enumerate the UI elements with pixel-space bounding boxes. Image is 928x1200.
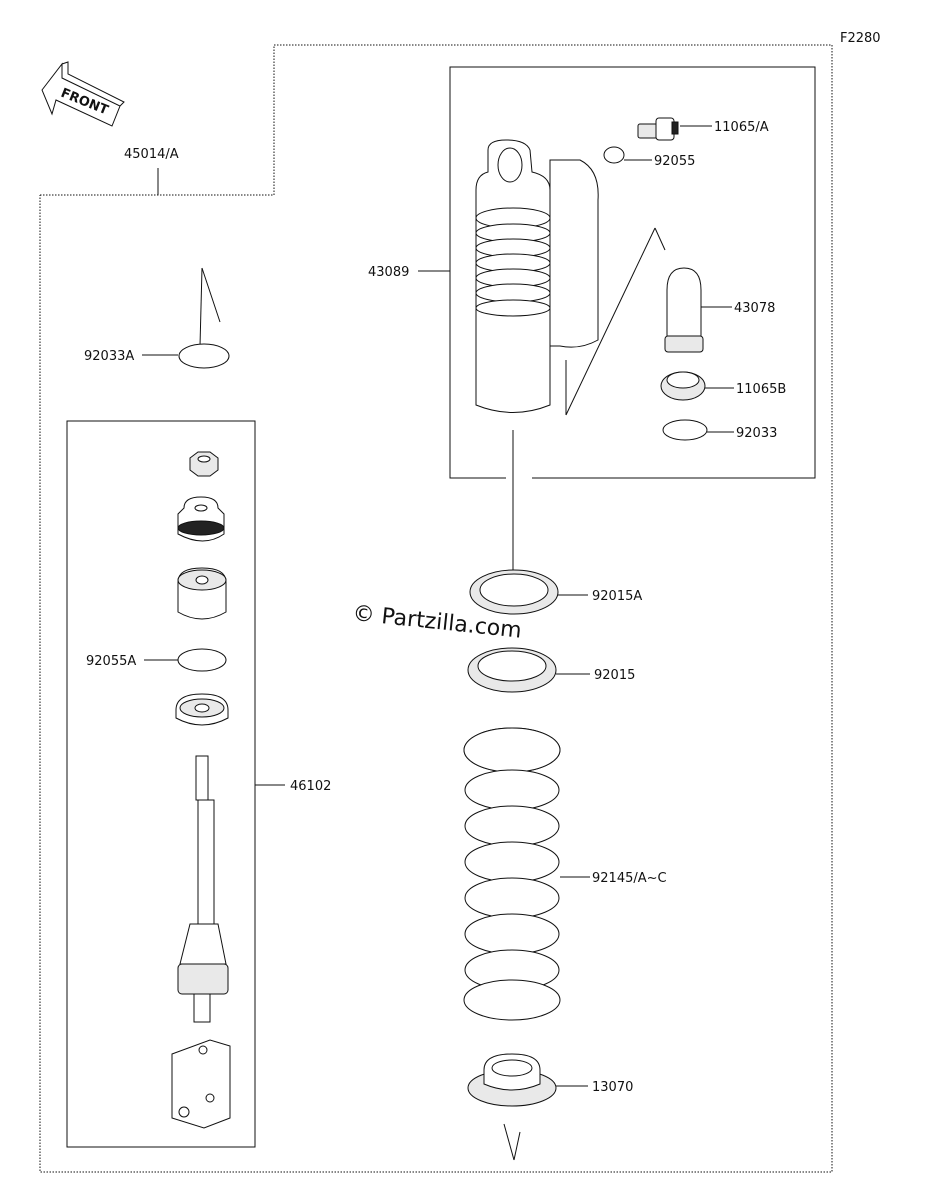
part-label-92145-a-c: 92145/A~C bbox=[592, 871, 667, 886]
clevis bbox=[171, 1039, 231, 1129]
bladder-43078 bbox=[664, 267, 704, 353]
piston-rod-box bbox=[66, 420, 256, 1148]
locknut-92015 bbox=[467, 647, 557, 693]
front-arrow-icon: FRONT bbox=[41, 61, 125, 127]
spring-seat-13070 bbox=[467, 1053, 557, 1107]
part-label-13070: 13070 bbox=[592, 1080, 633, 1095]
shock-body bbox=[475, 139, 599, 413]
seal-head bbox=[175, 693, 229, 726]
o-ring-92055 bbox=[603, 146, 625, 164]
part-label-11065b: 11065B bbox=[736, 382, 786, 397]
part-label-92055a: 92055A bbox=[86, 654, 136, 669]
cap-11065b bbox=[660, 371, 706, 401]
o-ring-92055a bbox=[177, 648, 227, 672]
part-label-46102: 46102 bbox=[290, 779, 331, 794]
part-label-11065-a: 11065/A bbox=[714, 120, 769, 135]
part-label-92033: 92033 bbox=[736, 426, 777, 441]
shock-body-box bbox=[449, 66, 816, 479]
valve-11065-a bbox=[637, 117, 679, 141]
bump-stop-upper bbox=[177, 496, 225, 542]
part-label-92015a: 92015A bbox=[592, 589, 642, 604]
circlip-92033a bbox=[178, 343, 230, 369]
part-label-92033a: 92033A bbox=[84, 349, 134, 364]
assembly-boundary bbox=[39, 44, 833, 1173]
bushing bbox=[177, 567, 227, 620]
figure-code: F2280 bbox=[840, 31, 881, 46]
part-label-43089: 43089 bbox=[368, 265, 409, 280]
piston-rod bbox=[177, 755, 229, 1023]
part-label-92015: 92015 bbox=[594, 668, 635, 683]
part-label-92055: 92055 bbox=[654, 154, 695, 169]
locknut-92015a bbox=[469, 569, 559, 615]
circlip-92033 bbox=[662, 419, 708, 441]
coil-spring bbox=[463, 727, 561, 1021]
part-label-43078: 43078 bbox=[734, 301, 775, 316]
nut bbox=[189, 451, 219, 477]
part-label-45014-a: 45014/A bbox=[124, 147, 179, 162]
